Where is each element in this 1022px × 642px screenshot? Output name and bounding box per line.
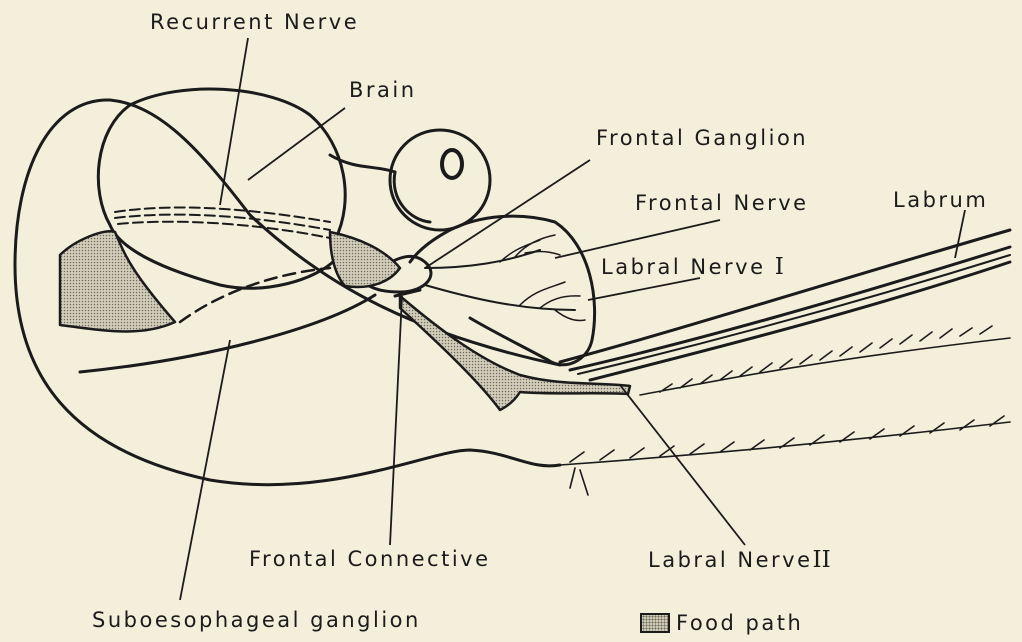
labrum-lower-edge: [590, 262, 1010, 380]
compound-eye: [390, 130, 490, 230]
eye-lens: [442, 150, 462, 178]
label-recurrent-nerve: Recurrent Nerve: [150, 12, 359, 33]
food-path-swatch: [640, 613, 670, 633]
label-suboesophageal-ganglion: Suboesophageal ganglion: [92, 610, 421, 631]
frontal-nerve-trunk: [425, 250, 540, 268]
label-labrum: Labrum: [893, 190, 988, 211]
food-path-cibarium: [60, 231, 175, 331]
leader-suboesophageal: [180, 340, 230, 600]
leader-labral-nerve-2: [620, 385, 745, 545]
labral-nerve-1-numeral: I: [775, 254, 784, 280]
label-labral-nerve-1: Labral Nerve I: [601, 256, 784, 279]
labrum-upper-edge: [560, 230, 1010, 362]
leader-labral-nerve-1: [588, 278, 700, 300]
labral-nerve-1-branch: [520, 282, 585, 321]
label-labral-nerve-2: Labral NerveII: [648, 549, 831, 572]
setae-lower-row: [560, 416, 1010, 495]
leader-recurrent-nerve: [220, 38, 248, 205]
leader-labrum: [955, 210, 965, 258]
label-brain: Brain: [349, 80, 417, 101]
labral-nerve-1-trunk: [425, 285, 575, 310]
labral-nerve-2-numeral: II: [813, 547, 831, 573]
food-path-pharynx: [330, 232, 400, 287]
label-frontal-nerve: Frontal Nerve: [635, 193, 809, 214]
label-frontal-connective: Frontal Connective: [249, 549, 491, 570]
brain-outline: [98, 89, 345, 288]
legend-food-path-label: Food path: [676, 611, 803, 635]
leader-frontal-nerve: [555, 220, 720, 258]
eye-socket: [394, 172, 430, 222]
leader-frontal-connective: [390, 296, 402, 545]
labral-nerve-1-text: Labral Nerve: [601, 255, 766, 279]
setae-upper-row: [640, 326, 1010, 395]
legend: Food path: [640, 611, 803, 635]
label-frontal-ganglion: Frontal Ganglion: [596, 128, 808, 149]
leader-brain: [248, 108, 345, 180]
labral-nerve-2-text: Labral Nerve: [648, 548, 813, 572]
